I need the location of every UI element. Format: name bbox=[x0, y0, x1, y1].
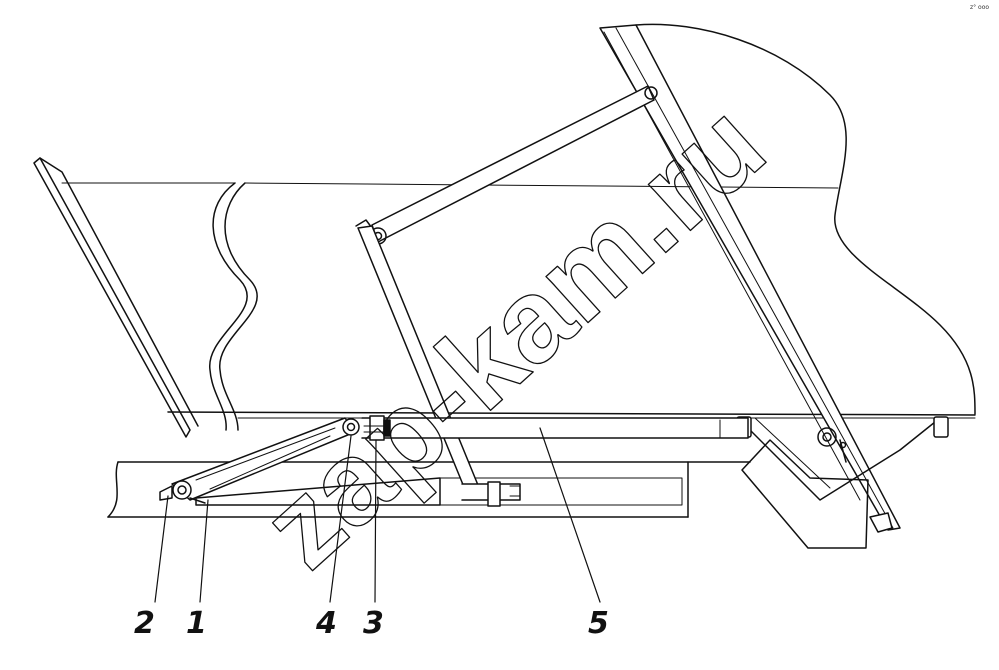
callout-2: 2 bbox=[134, 606, 155, 641]
pivot-bolt-assembly bbox=[342, 415, 391, 441]
callout-labels: 2 1 4 3 5 bbox=[134, 606, 609, 641]
callout-4: 4 bbox=[315, 606, 337, 641]
leader-lines bbox=[154, 427, 601, 603]
front-lever bbox=[159, 417, 441, 506]
tailgate bbox=[599, 24, 901, 531]
callout-5: 5 bbox=[588, 606, 609, 641]
corner-mark: z° ooo bbox=[970, 4, 989, 11]
subframe bbox=[107, 461, 751, 518]
rod-longitudinal bbox=[361, 417, 749, 439]
callout-1: 1 bbox=[186, 606, 207, 641]
callout-3: 3 bbox=[363, 606, 384, 641]
